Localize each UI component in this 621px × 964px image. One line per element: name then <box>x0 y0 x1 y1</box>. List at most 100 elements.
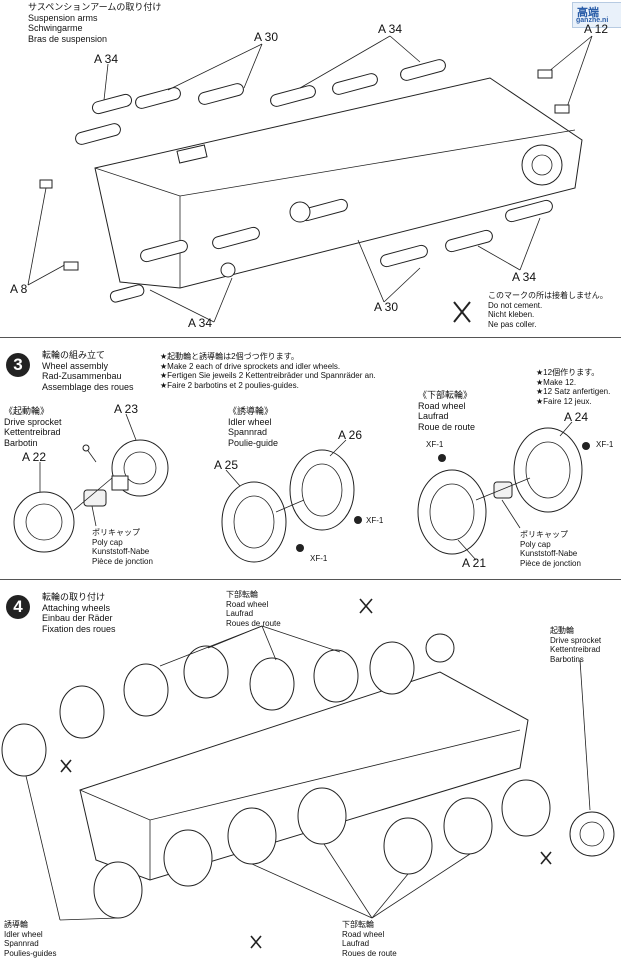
road-bottom-en: Road wheel <box>342 929 385 939</box>
polycap-road-en: Poly cap <box>520 539 551 549</box>
step4-road-caption-bottom: 下部転輪 Road wheel Laufrad Roues de route <box>342 920 397 958</box>
step2-no-cement-note: このマークの所は接着しません。 Do not cement. Nicht kle… <box>488 291 608 329</box>
road-bottom-jp: 下部転輪 <box>342 920 374 929</box>
watermark-logo-text: 高端 <box>577 7 599 19</box>
step2-header-en: Suspension arms <box>28 12 98 23</box>
polycap-road-de: Kunststoff-Nabe <box>520 549 578 558</box>
road-caption-jp: 《下部転輪》 <box>418 390 473 400</box>
no-cement-de: Nicht kleben. <box>488 310 535 319</box>
polycap-drive-en: Poly cap <box>92 537 123 547</box>
idler-caption-fr: Poulie-guide <box>228 437 279 448</box>
make12-en: ★Make 12. <box>536 377 577 387</box>
no-cement-mark-icon <box>453 301 471 323</box>
drive-sprocket-shape <box>13 439 169 553</box>
polycap-drive-jp: ポリキャップ <box>92 528 140 537</box>
step2-suspension-diagram <box>27 35 593 323</box>
step4-idler-caption: 誘導輪 Idler wheel Spannrad Poulies-guides <box>4 920 56 958</box>
idler4-fr: Poulies-guides <box>4 948 57 958</box>
step3-idler-caption: 《誘導輪》 Idler wheel Spannrad Poulie-guide <box>228 406 278 448</box>
step3-header-en: Wheel assembly <box>42 360 109 371</box>
step4-header-en: Attaching wheels <box>42 602 111 613</box>
step4-header-de: Einbau der Räder <box>42 613 113 623</box>
step3-label-a21: A 21 <box>462 556 487 570</box>
divider-step3-step4 <box>0 579 621 580</box>
step3-label-a25: A 25 <box>214 458 239 472</box>
step3-label-xf1-road-b: XF-1 <box>596 440 614 449</box>
step4-drive-caption: 起動輪 Drive sprocket Kettentreibrad Barbot… <box>550 626 601 664</box>
step2-label-a34-top-left: A 34 <box>94 52 119 66</box>
idler-caption-en: Idler wheel <box>228 416 272 427</box>
road-top-en: Road wheel <box>226 599 269 609</box>
step2-label-a8: A 8 <box>10 282 28 296</box>
road-top-de: Laufrad <box>226 609 254 618</box>
idler4-en: Idler wheel <box>4 929 43 939</box>
step2-header-fr: Bras de suspension <box>28 33 108 44</box>
drive-caption-fr: Barbotin <box>4 437 38 448</box>
step3-note-fr: ★Faire 2 barbotins et 2 poulies-guides. <box>160 380 299 390</box>
step3-label-xf1-idler-a: XF-1 <box>366 516 384 525</box>
idler-wheel-shape <box>221 449 362 563</box>
step2-header-jp: サスペンションアームの取り付け <box>28 2 162 12</box>
step2-label-a30-bottom: A 30 <box>374 300 399 314</box>
step3-note-jp: ★起動輪と誘導輪は2個づつ作ります。 <box>160 352 299 361</box>
step3-header: 転輪の組み立て Wheel assembly Rad-Zusammenbau A… <box>42 350 134 392</box>
make12-jp: ★12個作ります。 <box>536 368 600 377</box>
step4-header-jp: 転輪の取り付け <box>42 592 106 602</box>
drive-caption-jp: 《起動輪》 <box>4 406 50 416</box>
no-cement-mark-icon-top <box>359 598 373 614</box>
step2-label-a12: A 12 <box>584 22 609 36</box>
step2-label-a34-right: A 34 <box>512 270 537 284</box>
step3-label-a24: A 24 <box>564 410 589 424</box>
step2-label-a34-top-right: A 34 <box>378 22 403 36</box>
step2-label-a30-top: A 30 <box>254 30 279 44</box>
drive-caption-de: Kettentreibrad <box>4 427 61 437</box>
polycap-road-fr: Pièce de jonction <box>520 558 581 568</box>
step4-header: 転輪の取り付け Attaching wheels Einbau der Räde… <box>42 592 116 634</box>
step2-hull-shape <box>94 77 583 289</box>
step2-arms-bottom <box>109 198 553 303</box>
no-cement-fr: Ne pas coller. <box>488 319 537 329</box>
step2-header: サスペンションアームの取り付け Suspension arms Schwinga… <box>28 2 161 44</box>
step4-road-caption-top: 下部転輪 Road wheel Laufrad Roues de route <box>226 590 281 628</box>
step3-header-fr: Assemblage des roues <box>42 381 134 392</box>
make12-fr: ★Faire 12 jeux. <box>536 396 592 406</box>
drive4-fr: Barbotins <box>550 654 584 664</box>
idler4-de: Spannrad <box>4 939 39 948</box>
step3-header-de: Rad-Zusammenbau <box>42 371 122 381</box>
step3-note: ★起動輪と誘導輪は2個づつ作ります。 ★Make 2 each of drive… <box>160 352 376 390</box>
step4-hull-shape <box>79 671 529 881</box>
step4-wheels-top <box>1 633 455 777</box>
polycap-road-jp: ポリキャップ <box>520 530 568 539</box>
step3-drive-caption: 《起動輪》 Drive sprocket Kettentreibrad Barb… <box>4 406 62 448</box>
watermark-logo-subtext: ganzhe.ni <box>576 17 609 24</box>
no-cement-mark-icon-left <box>60 759 72 773</box>
road-caption-de: Laufrad <box>418 411 449 421</box>
road-caption-en: Road wheel <box>418 400 466 411</box>
road-top-fr: Roues de route <box>226 618 281 628</box>
step3-label-a23: A 23 <box>114 402 139 416</box>
no-cement-jp: このマークの所は接着しません。 <box>488 291 608 300</box>
road-bottom-de: Laufrad <box>342 939 370 948</box>
step4-header-fr: Fixation des roues <box>42 623 116 634</box>
drive4-jp: 起動輪 <box>550 626 574 635</box>
drive4-en: Drive sprocket <box>550 635 602 645</box>
step3-label-xf1-road-a: XF-1 <box>426 440 444 449</box>
road-top-jp: 下部転輪 <box>226 590 258 599</box>
no-cement-mark-icon-right <box>540 851 552 865</box>
step3-label-xf1-idler-b: XF-1 <box>310 554 328 563</box>
step3-label-a26: A 26 <box>338 428 363 442</box>
step3-wheel-diagram <box>13 413 590 563</box>
step3-note-en: ★Make 2 each of drive sprockets and idle… <box>160 361 341 371</box>
idler-caption-jp: 《誘導輪》 <box>228 406 274 416</box>
step3-make12-note: ★12個作ります。 ★Make 12. ★12 Satz anfertigen.… <box>536 368 610 406</box>
step3-note-de: ★Fertigen Sie jeweils 2 Kettentreibräder… <box>160 371 376 380</box>
divider-step2-step3 <box>0 337 621 338</box>
step3-header-jp: 転輪の組み立て <box>42 350 106 360</box>
polycap-drive-fr: Pièce de jonction <box>92 556 153 566</box>
no-cement-mark-icon-bottom <box>250 935 262 949</box>
drive-caption-en: Drive sprocket <box>4 416 62 427</box>
watermark-logo: 高端 ganzhe.ni <box>572 2 621 28</box>
step3-polycap-drive: ポリキャップ Poly cap Kunststoff-Nabe Pièce de… <box>92 528 153 566</box>
step4-number-badge: 4 <box>6 595 30 619</box>
